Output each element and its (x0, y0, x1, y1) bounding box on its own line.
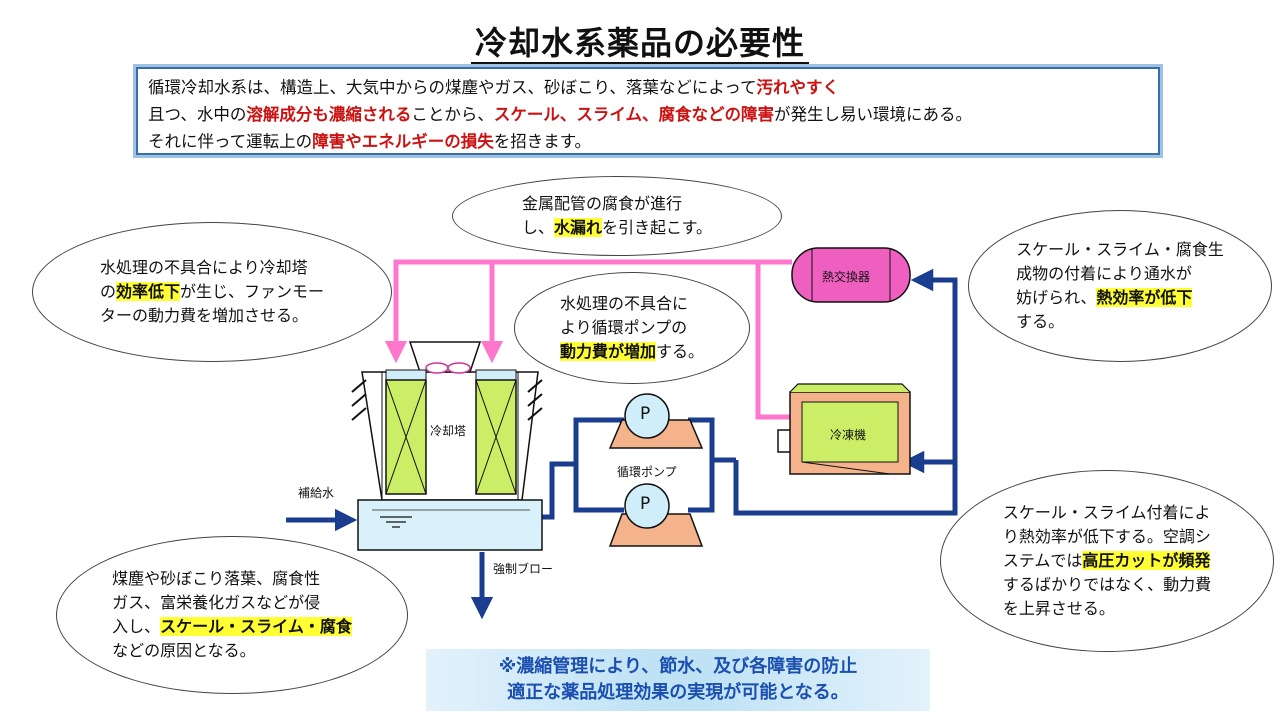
cooling-tower-label: 冷却塔 (430, 424, 467, 438)
callout-line: ガス、富栄養化ガスなどが侵 (112, 593, 321, 612)
page-title: 冷却水系薬品の必要性 (0, 18, 1280, 65)
cooling-tower (351, 341, 543, 501)
pump-symbol-upper: P (640, 404, 651, 424)
callout-line: 水処理の不具合により冷却塔 (99, 258, 308, 277)
chiller-label: 冷凍機 (830, 428, 867, 442)
callout-line: の効率低下が生じ、ファンモー (99, 282, 325, 301)
callout-pipe-corrosion: 金属配管の腐食が進行 し、水漏れを引き起こす。 (452, 176, 782, 256)
callout-line: 水処理の不具合に (559, 294, 688, 313)
callout-line: より循環ポンプの (559, 318, 688, 337)
footer-line-2: 適正な薬品処理効果の実現が可能となる。 (507, 682, 849, 703)
callout-line: 煤塵や砂ぼこり落葉、腐食性 (112, 569, 321, 588)
callout-line: スケール・スライム付着によ (1002, 503, 1211, 522)
pump-symbol-lower: P (640, 494, 651, 514)
callout-line: などの原因となる。 (112, 641, 256, 660)
callout-line: 成物の付着により通水が (1016, 264, 1192, 283)
chiller-unit (777, 383, 911, 475)
pink-hot-water-pipe (384, 259, 800, 420)
callout-line: り熱効率が低下する。空調シ (1002, 527, 1211, 546)
callout-line: し、水漏れを引き起こす。 (521, 218, 713, 237)
callout-line: 妨げられ、熱効率が低下 (1016, 288, 1193, 307)
circulation-pump-upper (608, 393, 704, 449)
callout-line: 入し、スケール・スライム・腐食 (112, 617, 352, 636)
forced-blow-label: 強制ブロー (493, 562, 554, 576)
footer-banner: ※濃縮管理により、節水、及び各障害の防止 適正な薬品処理効果の実現が可能となる。 (426, 649, 930, 711)
intro-line-3: それに伴って運転上の障害やエネルギーの損失を招きます。 (148, 132, 592, 151)
callout-line: ステムでは高圧カットが頻発 (1002, 551, 1211, 570)
heat-exchanger (791, 247, 911, 303)
heat-exchanger-label: 熱交換器 (822, 270, 871, 284)
callout-exchanger-efficiency: スケール・スライム・腐食生 成物の付着により通水が 妨げられ、熱効率が低下 する… (968, 210, 1272, 362)
callout-basin-contamination: 煤塵や砂ぼこり落葉、腐食性 ガス、富栄養化ガスなどが侵 入し、スケール・スライム… (56, 536, 408, 694)
callout-line: を上昇させる。 (1002, 599, 1115, 618)
callout-line: ターの動力費を増加させる。 (99, 306, 308, 325)
callout-line: スケール・スライム・腐食生 (1016, 240, 1224, 259)
callout-pump-power: 水処理の不具合に より循環ポンプの 動力費が増加する。 (514, 272, 750, 384)
circulation-pump-lower (608, 483, 704, 547)
makeup-water-label: 補給水 (298, 486, 335, 500)
blue-cooling-water-pipe (286, 268, 958, 620)
intro-line-1: 循環冷却水系は、構造上、大気中からの煤塵やガス、砂ぼこり、落葉などによって汚れや… (148, 78, 840, 97)
callout-line: 動力費が増加する。 (559, 342, 705, 361)
callout-line: する。 (1016, 312, 1065, 331)
circulation-pump-label: 循環ポンプ (617, 465, 677, 479)
callout-chiller-high-pressure: スケール・スライム付着によ り熱効率が低下する。空調シ ステムでは高圧カットが頻… (940, 470, 1274, 652)
intro-box: 循環冷却水系は、構造上、大気中からの煤塵やガス、砂ぼこり、落葉などによって汚れや… (136, 67, 1160, 155)
footer-line-1: ※濃縮管理により、節水、及び各障害の防止 (498, 656, 858, 677)
cold-water-basin (357, 499, 543, 551)
callout-line: 金属配管の腐食が進行 (521, 194, 682, 213)
intro-line-2: 且つ、水中の溶解成分も濃縮されることから、スケール、スライム、腐食などの障害が発… (148, 105, 973, 124)
callout-tower-efficiency: 水処理の不具合により冷却塔 の効率低下が生じ、ファンモー ターの動力費を増加させ… (32, 222, 392, 362)
callout-line: するばかりではなく、動力費 (1002, 575, 1212, 594)
